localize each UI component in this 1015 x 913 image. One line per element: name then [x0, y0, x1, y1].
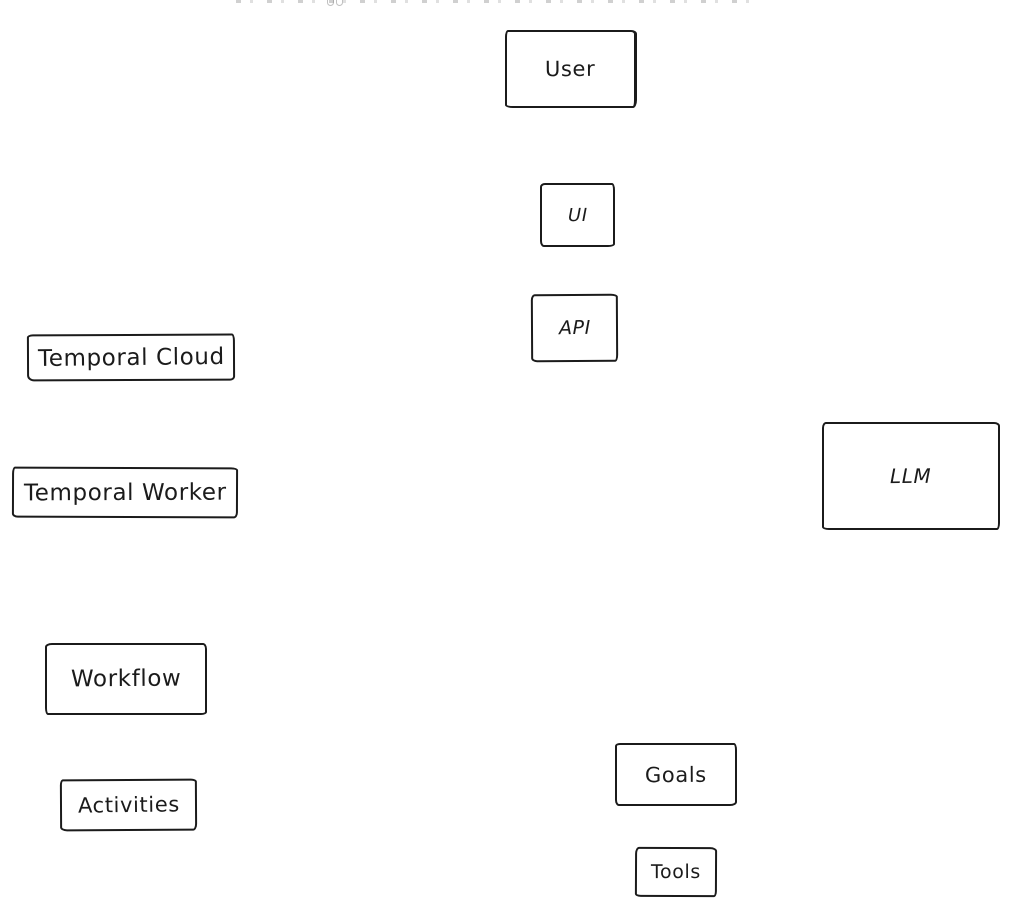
- cutoff-text-descenders: [327, 0, 345, 6]
- node-ui-label: UI: [567, 204, 588, 226]
- node-tools-label: Tools: [651, 860, 701, 884]
- cutoff-text-fragments: [236, 0, 758, 3]
- node-temporal-worker[interactable]: Temporal Worker: [11, 466, 239, 519]
- node-api[interactable]: API: [530, 293, 619, 363]
- node-api-label: API: [558, 316, 591, 340]
- node-goals[interactable]: Goals: [615, 743, 737, 806]
- node-workflow-label: Workflow: [70, 665, 182, 693]
- node-user-label: User: [545, 56, 596, 82]
- node-llm[interactable]: LLM: [822, 422, 1000, 530]
- node-activities-label: Activities: [77, 792, 180, 818]
- node-activities[interactable]: Activities: [59, 778, 198, 832]
- node-tools[interactable]: Tools: [634, 846, 718, 898]
- node-temporal-cloud[interactable]: Temporal Cloud: [26, 333, 236, 382]
- node-temporal-worker-label: Temporal Worker: [23, 479, 227, 506]
- node-ui[interactable]: UI: [540, 183, 615, 247]
- node-workflow[interactable]: Workflow: [45, 643, 207, 715]
- node-temporal-cloud-label: Temporal Cloud: [37, 343, 225, 372]
- node-user[interactable]: User: [505, 30, 637, 108]
- node-llm-label: LLM: [890, 463, 932, 489]
- node-goals-label: Goals: [645, 762, 707, 787]
